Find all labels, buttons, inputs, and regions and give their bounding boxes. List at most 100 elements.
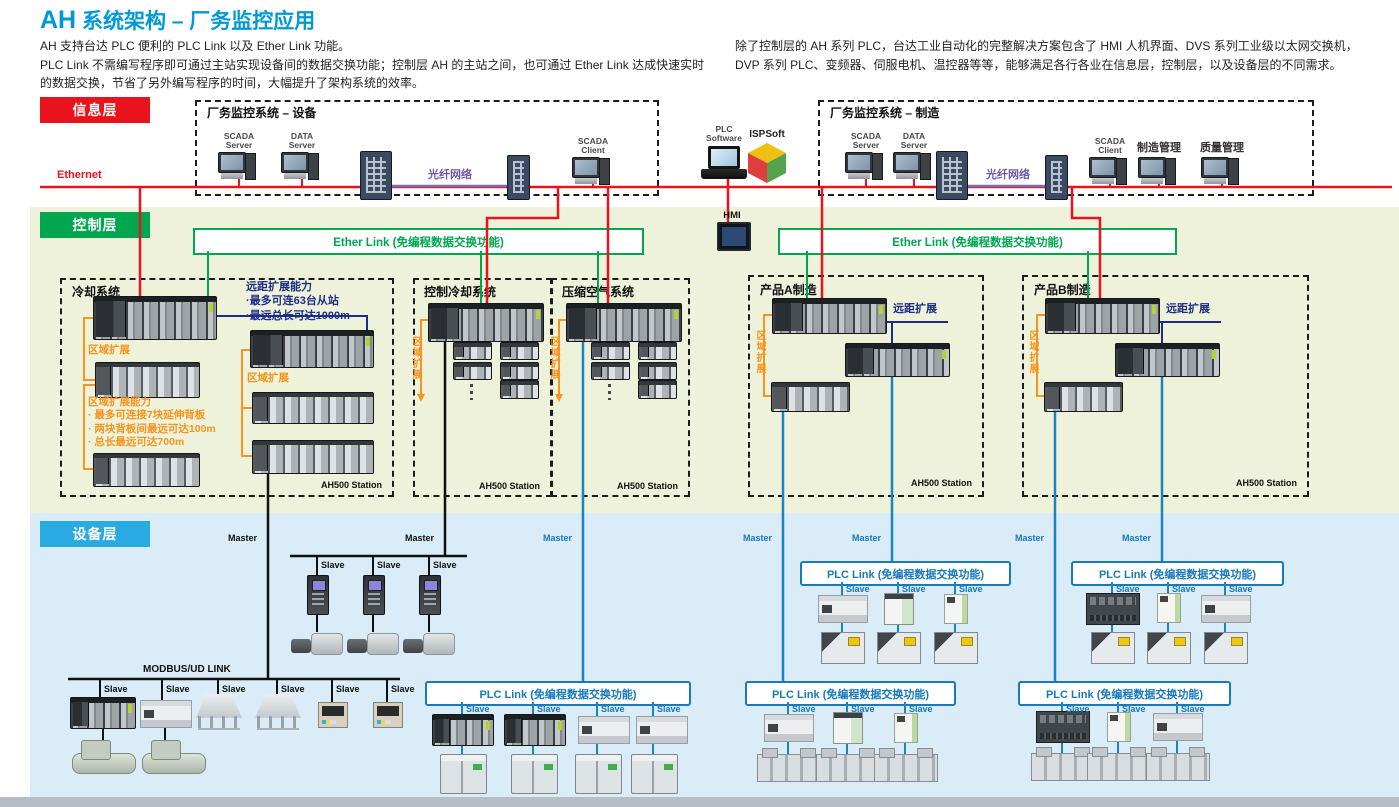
dvp-plc-icon	[636, 716, 688, 744]
motor-pump-icon	[403, 631, 455, 655]
vfd-drive-icon	[419, 575, 441, 615]
master-label: Master	[405, 533, 435, 543]
ether-link-banner-right: Ether Link (免编程数据交换功能)	[778, 228, 1177, 255]
expansion-rack	[500, 380, 539, 399]
monitoring-devices-box-title: 厂务监控系统 – 设备	[207, 106, 317, 120]
motor-pump-icon	[347, 631, 399, 655]
slave-label: Slave	[1229, 584, 1253, 594]
io-module-icon	[894, 713, 918, 743]
expansion-rack	[500, 362, 539, 380]
ethernet-switch-icon	[936, 151, 968, 200]
page-title-prefix: AH	[40, 6, 77, 34]
slave-label: Slave	[321, 560, 345, 570]
servo-drive-icon	[884, 593, 914, 625]
control-layer-badge: 控制层	[40, 212, 150, 238]
page-title-rest: 系统架构 – 厂务监控应用	[76, 10, 316, 33]
slave-label: Slave	[537, 704, 561, 714]
master-label: Master	[1015, 533, 1045, 543]
machine-icon	[1204, 632, 1248, 664]
temperature-controller-icon	[373, 702, 403, 728]
ellipsis-dots	[608, 384, 611, 400]
monitoring-devices-box	[195, 100, 659, 196]
dvp-plc-icon	[818, 595, 868, 623]
ethernet-label: Ethernet	[57, 169, 102, 181]
scada-client-icon	[572, 157, 612, 189]
device-layer-badge: 设备层	[40, 521, 150, 547]
machine-icon	[1147, 632, 1191, 664]
slave-label: Slave	[433, 560, 457, 570]
intro-left-line1: AH 支持台达 PLC 便利的 PLC Link 以及 Ether Link 功…	[40, 39, 351, 53]
ah500-station-label: AH500 Station	[1235, 478, 1297, 488]
vfd-drive-icon	[307, 575, 329, 615]
slave-label: Slave	[657, 704, 681, 714]
plc-link-banner-mid: PLC Link (免编程数据交换功能)	[425, 681, 691, 706]
slave-label: Slave	[851, 704, 875, 714]
ah500-main-rack	[566, 303, 682, 342]
slave-label: Slave	[959, 584, 983, 594]
ethernet-switch-icon	[360, 151, 392, 200]
conveyor-machine-icon	[816, 748, 880, 782]
expansion-rack	[453, 342, 492, 360]
page-title: AH 系统架构 – 厂务监控应用	[40, 5, 315, 35]
servo-drive-icon	[833, 712, 863, 744]
local-expansion-label-vertical: 区域扩展	[1027, 330, 1038, 374]
air-compressor-icon	[575, 754, 622, 794]
motor-pump-icon	[291, 631, 343, 655]
ah500-station-label: AH500 Station	[478, 481, 540, 491]
data-server-icon	[281, 152, 321, 184]
scada-server-icon	[218, 152, 258, 184]
slave-label: Slave	[846, 584, 870, 594]
slave-label: Slave	[377, 560, 401, 570]
expansion-rack	[95, 362, 200, 398]
ah500-remote-rack	[250, 330, 374, 368]
ispsoft-cube-icon	[748, 143, 786, 183]
master-label: Master	[852, 533, 882, 543]
ethernet-switch-icon	[507, 155, 530, 200]
conveyor-machine-icon	[757, 748, 821, 782]
master-label: Master	[743, 533, 773, 543]
dvp-plc-icon	[140, 700, 192, 728]
slave-label: Slave	[1181, 704, 1205, 714]
expansion-rack	[252, 440, 374, 474]
cooling-tower-icon	[255, 694, 301, 730]
io-module-icon	[1107, 712, 1131, 742]
remote-expansion-label: 远距扩展	[1166, 303, 1210, 315]
local-expansion-label-vertical: 区域扩展	[548, 336, 559, 380]
plc-link-banner-a-lower: PLC Link (免编程数据交换功能)	[745, 681, 956, 706]
modbus-link-label: MODBUS/UD LINK	[143, 664, 231, 675]
fiber-network-label: 光纤网络	[428, 169, 472, 181]
plc-link-banner-b-lower: PLC Link (免编程数据交换功能)	[1018, 681, 1231, 706]
ah500-remote-rack	[845, 343, 950, 377]
ah500-main-rack	[428, 303, 544, 342]
remote-expansion-label: 远距扩展	[893, 303, 937, 315]
master-label: Master	[228, 533, 258, 543]
air-compressor-icon	[511, 754, 558, 794]
expansion-rack	[1044, 382, 1123, 412]
dvp-plc-icon	[1201, 595, 1251, 623]
plc-software-laptop-icon	[701, 146, 747, 180]
chiller-icon	[72, 740, 136, 774]
slave-label: Slave	[104, 684, 128, 694]
slave-label: Slave	[466, 704, 490, 714]
slave-label: Slave	[909, 704, 933, 714]
ah500-station-label: AH500 Station	[910, 478, 972, 488]
cooling-tower-icon	[196, 694, 242, 730]
quality-mgmt-label: 质量管理	[1200, 142, 1244, 154]
ah500-station-label: AH500 Station	[616, 481, 678, 491]
ah500-main-rack	[772, 298, 887, 334]
product-b-box	[1022, 275, 1309, 497]
conveyor-machine-icon	[1087, 747, 1151, 781]
expansion-rack	[638, 342, 677, 360]
slave-label: Slave	[1172, 584, 1196, 594]
dvp-plc-dark-icon	[1036, 711, 1090, 743]
air-compressor-icon	[631, 754, 678, 794]
ah-plc-rack-icon	[432, 714, 494, 746]
control-cooling-title: 控制冷却系统	[424, 285, 497, 299]
conveyor-machine-icon	[874, 748, 938, 782]
ether-link-banner-left: Ether Link (免编程数据交换功能)	[193, 228, 644, 255]
conveyor-machine-icon	[1031, 747, 1095, 781]
